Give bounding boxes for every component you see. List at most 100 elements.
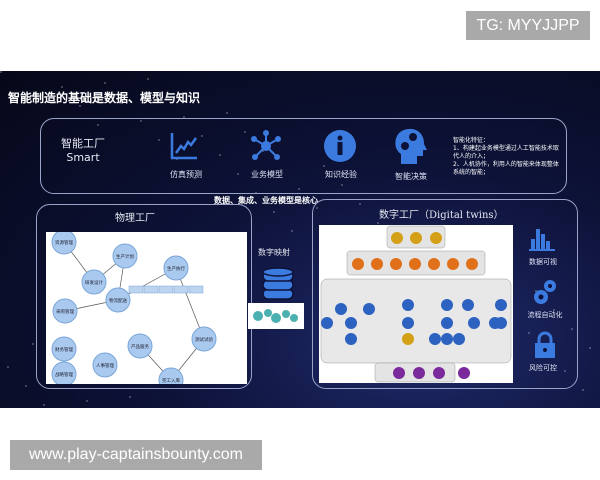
system-node [371, 258, 383, 270]
process-node [51, 336, 77, 362]
system-node [391, 232, 403, 244]
star [129, 396, 131, 398]
business-node [335, 303, 347, 315]
system-node [430, 232, 442, 244]
url-watermark: www.play-captainsbounty.com [10, 440, 262, 470]
process-node [52, 298, 78, 324]
feature-item: 2、人机协作，利用人的智能来体现整体系统的智能； [453, 161, 559, 176]
core-caption: 数据、集成、业务模型是核心 [214, 196, 318, 205]
process-node-label: 产品服务 [131, 343, 149, 350]
mapping-gears-image [248, 303, 304, 329]
star [43, 404, 45, 406]
bar-chart-icon [529, 229, 555, 251]
physical-factory-diagram: 资源管理研发设计 生产计划生产执行采购管理 物流配送财务管理战略管理 人事管理 产品服务… [46, 229, 247, 393]
star [201, 135, 203, 137]
star [528, 332, 530, 334]
process-node [81, 269, 107, 295]
smart-factory-panel: 智能工厂 Smart 仿真预测 业务模型 知识经验 智能决策 智能化特征： 1、… [40, 118, 567, 194]
process-node-label: 人事管理 [96, 362, 114, 369]
process-node-label: 研发设计 [85, 279, 103, 286]
physical-factory-panel: 物理工厂 资源管理研发设计生产计划生产执行采购管理物流配送财务管理战略管理人事管… [36, 204, 252, 393]
feature-item: 1、构建起业务模型通过人工智能技术取代人的介入； [453, 145, 559, 160]
star [79, 105, 81, 107]
product-node [413, 367, 425, 379]
smart-factory-en: Smart [66, 151, 100, 164]
smart-factory-cn: 智能工厂 [61, 137, 105, 150]
slide-image: 智能制造的基础是数据、模型与知识 智能工厂 Smart 仿真预测 业务模型 知识… [0, 71, 600, 408]
capability-label: 智能决策 [395, 172, 427, 181]
process-node-label: 测试试验 [195, 336, 213, 343]
business-node [462, 299, 474, 311]
business-node [495, 299, 507, 311]
star [32, 343, 34, 345]
process-node-label: 战略管理 [55, 371, 73, 378]
star [165, 97, 167, 99]
star [323, 165, 325, 167]
star [341, 184, 343, 186]
business-node [345, 317, 357, 329]
digital-factory-panel: 数字工厂（Digital twins） 数据可视 流程自动化 风险可控 [312, 199, 578, 389]
process-node [191, 326, 217, 352]
subprocess-box [173, 285, 189, 294]
business-node [468, 317, 480, 329]
star [244, 131, 246, 133]
process-node [127, 333, 153, 359]
lock-icon [535, 331, 555, 358]
product-node [458, 367, 470, 379]
subprocess-box [128, 285, 144, 294]
benefit-label: 风险可控 [529, 364, 557, 372]
business-node [441, 317, 453, 329]
head-gears-icon [395, 128, 427, 164]
business-node [441, 333, 453, 345]
flow-arrow [175, 267, 205, 340]
system-node [352, 258, 364, 270]
database-icon [262, 267, 294, 300]
benefit-label: 流程自动化 [527, 311, 563, 319]
process-node-label: 资源管理 [55, 239, 73, 246]
star [298, 188, 300, 190]
system-node [428, 258, 440, 270]
business-node [441, 299, 453, 311]
product-node [433, 367, 445, 379]
digital-mapping-title: 数字映射 [258, 248, 290, 257]
process-node [163, 255, 189, 281]
star [86, 400, 88, 402]
system-node [409, 258, 421, 270]
process-node-label: 物流配送 [109, 297, 127, 304]
star [140, 120, 142, 122]
star [262, 150, 264, 152]
system-node [390, 258, 402, 270]
star [147, 78, 149, 80]
star [25, 385, 27, 387]
star [582, 389, 584, 391]
star [194, 177, 196, 179]
system-node [466, 258, 478, 270]
star [553, 309, 555, 311]
star [291, 230, 293, 232]
star [0, 71, 2, 73]
business-node [363, 303, 375, 315]
trend-chart-icon [170, 133, 198, 160]
process-node-label: 生产计划 [116, 253, 134, 260]
gears-icon [534, 280, 556, 304]
star [535, 290, 537, 292]
star [564, 370, 566, 372]
process-node-label: 生产执行 [167, 265, 185, 272]
product-node [393, 367, 405, 379]
process-node-label: 采购管理 [56, 308, 74, 315]
process-node-label: 完工入库 [162, 377, 180, 384]
info-icon [324, 130, 356, 162]
star [280, 169, 282, 171]
star [122, 101, 124, 103]
tg-watermark: TG: MYYJJPP [466, 11, 590, 40]
subprocess-box [158, 285, 174, 294]
business-node [495, 317, 507, 329]
subprocess-box [143, 285, 159, 294]
star [359, 203, 361, 205]
process-node-label: 财务管理 [55, 346, 73, 353]
slide-title: 智能制造的基础是数据、模型与知识 [8, 91, 201, 105]
business-node [402, 333, 414, 345]
subprocess-box [188, 285, 204, 294]
features-heading: 智能化特征： [453, 137, 490, 144]
capability-label: 业务模型 [251, 170, 283, 179]
